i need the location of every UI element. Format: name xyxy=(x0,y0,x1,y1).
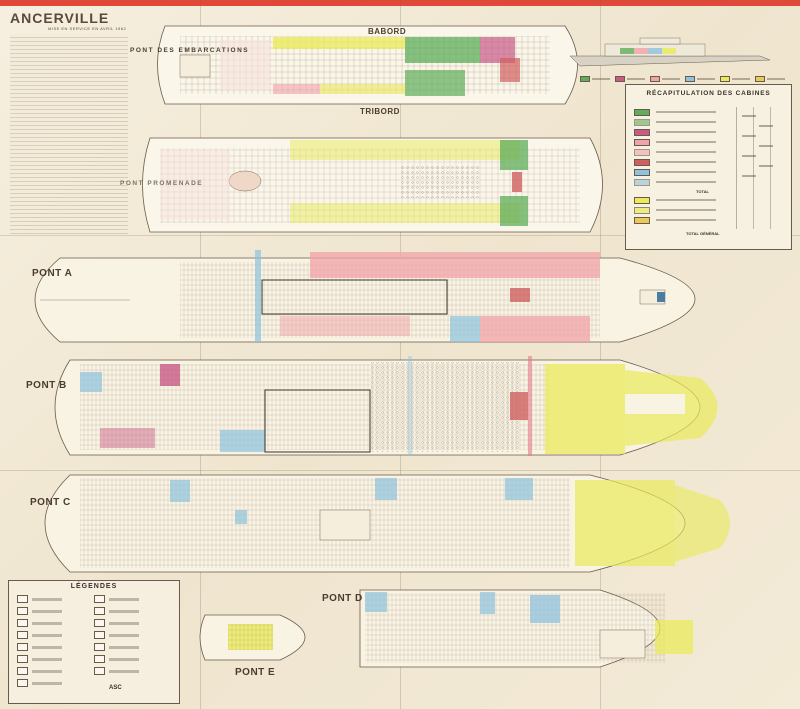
cabin-color-swatch-icon xyxy=(634,119,650,126)
legend-symbol-icon xyxy=(17,631,28,639)
legend-symbol-icon xyxy=(94,631,105,639)
legend-symbol-icon xyxy=(17,679,28,687)
fold-line xyxy=(0,470,800,471)
deck-e xyxy=(199,614,306,661)
ship-profile xyxy=(569,37,771,67)
legend-item xyxy=(17,619,62,627)
legend-symbol-icon xyxy=(94,595,105,603)
legend-item xyxy=(94,643,139,651)
legend-symbol-icon xyxy=(17,595,28,603)
legend-box: LÉGENDES ASC xyxy=(8,580,180,704)
cabin-color-swatch-icon xyxy=(634,207,650,214)
deck-c-label: PONT C xyxy=(30,497,71,508)
legend-item xyxy=(17,595,62,603)
deck-c xyxy=(44,474,730,573)
legend-item xyxy=(94,607,139,615)
cabin-color-swatch-icon xyxy=(634,169,650,176)
description-text-block xyxy=(10,34,128,234)
legend-symbol-icon xyxy=(17,643,28,651)
cabin-color-swatch-icon xyxy=(634,129,650,136)
legend-item xyxy=(94,595,139,603)
legend-item xyxy=(94,631,139,639)
cabin-color-swatch-icon xyxy=(634,159,650,166)
cabin-recap-box: RÉCAPITULATION DES CABINES TOTAL TOTAL G… xyxy=(625,84,792,250)
cabin-color-swatch-icon xyxy=(634,179,650,186)
deck-b xyxy=(54,356,718,456)
cabin-color-swatch-icon xyxy=(755,76,765,82)
document-subtitle: MISE EN SERVICE EN AVRIL 1962 xyxy=(48,26,127,31)
cabin-color-swatch-icon xyxy=(634,197,650,204)
profile-key xyxy=(565,14,790,84)
legend-item xyxy=(17,667,62,675)
recap-total-label: TOTAL xyxy=(696,189,709,194)
legend-symbol-icon xyxy=(94,607,105,615)
legend-item xyxy=(17,631,62,639)
tribord-label: TRIBORD xyxy=(360,107,400,116)
deck-e-label: PONT E xyxy=(235,667,276,678)
deck-a xyxy=(34,250,696,343)
legend-item xyxy=(94,619,139,627)
deck-promenade-label: PONT PROMENADE xyxy=(120,180,204,187)
legend-symbol-icon xyxy=(17,607,28,615)
legend-symbol-icon xyxy=(17,667,28,675)
legend-item xyxy=(17,679,62,687)
deck-embarcations xyxy=(157,25,578,105)
legend-symbol-icon xyxy=(17,619,28,627)
babord-label: BABORD xyxy=(368,27,407,36)
deck-promenade xyxy=(142,137,603,233)
cabin-color-swatch-icon xyxy=(650,76,660,82)
fold-line xyxy=(400,0,401,709)
fold-line xyxy=(600,0,601,709)
recap-table-grid xyxy=(736,107,787,229)
legend-symbol-icon xyxy=(94,643,105,651)
deck-embarcations-label: PONT DES EMBARCATIONS xyxy=(130,47,250,54)
red-top-edge xyxy=(0,0,800,6)
cabin-color-swatch-icon xyxy=(615,76,625,82)
legend-symbol-icon xyxy=(94,619,105,627)
legend-item xyxy=(94,667,139,675)
document-title: ANCERVILLE xyxy=(10,10,110,26)
legend-item xyxy=(17,607,62,615)
asc-legend-label: ASC xyxy=(109,685,122,691)
deck-a-label: PONT A xyxy=(32,268,73,279)
deck-b-label: PONT B xyxy=(26,380,67,391)
cabin-color-swatch-icon xyxy=(720,76,730,82)
cabin-color-swatch-icon xyxy=(634,139,650,146)
legend-title: LÉGENDES xyxy=(70,583,118,590)
recap-grand-total-label: TOTAL GÉNÉRAL xyxy=(686,231,720,236)
legend-item xyxy=(94,655,139,663)
legend-symbol-icon xyxy=(94,655,105,663)
deck-d-label: PONT D xyxy=(322,593,363,604)
cabin-color-swatch-icon xyxy=(685,76,695,82)
cabin-recap-title: RÉCAPITULATION DES CABINES xyxy=(646,90,771,97)
legend-symbol-icon xyxy=(17,655,28,663)
cabin-color-swatch-icon xyxy=(634,217,650,224)
legend-symbol-icon xyxy=(94,667,105,675)
deck-d xyxy=(359,589,693,668)
cabin-color-swatch-icon xyxy=(634,149,650,156)
fold-line xyxy=(200,0,201,709)
fold-line xyxy=(0,235,800,236)
cabin-color-swatch-icon xyxy=(580,76,590,82)
cabin-color-swatch-icon xyxy=(634,109,650,116)
legend-item xyxy=(17,643,62,651)
legend-item xyxy=(17,655,62,663)
